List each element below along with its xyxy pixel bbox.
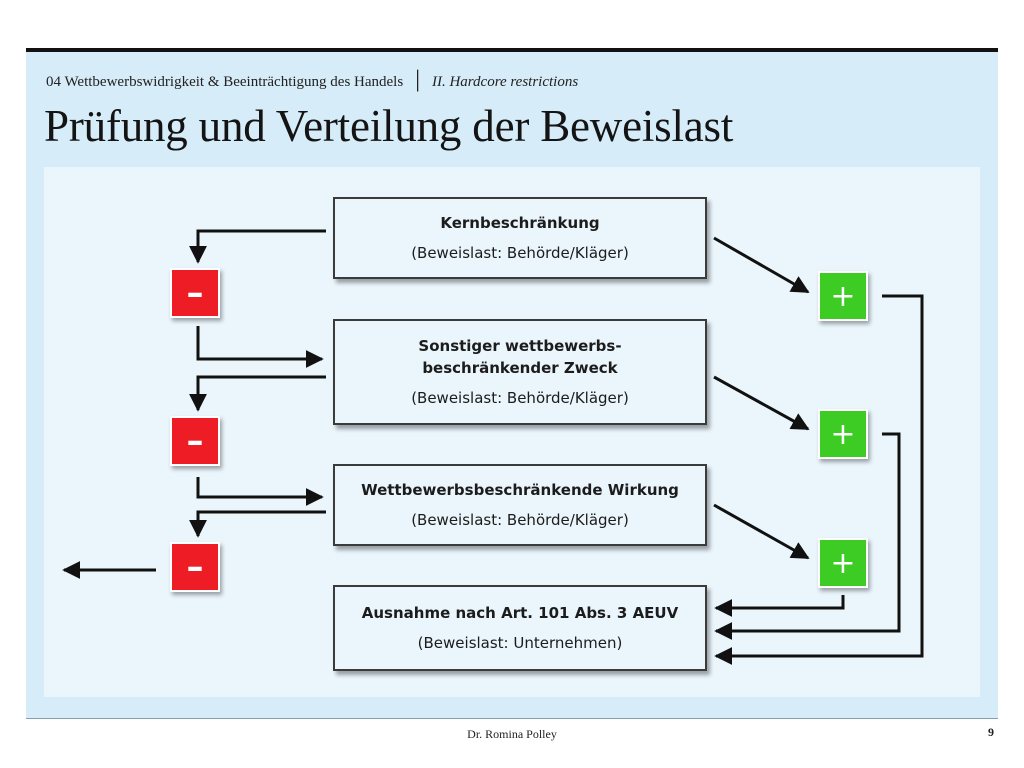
arrow-box1-to-plus1 [713, 236, 810, 294]
arrow-plus3-to-exception [714, 595, 845, 617]
box-note: (Beweislast: Behörde/Kläger) [411, 244, 629, 262]
bottom-rule [26, 718, 998, 719]
plus-sign-2: + [818, 409, 868, 459]
breadcrumb-chapter: 04 Wettbewerbswidrigkeit & Beeinträchtig… [46, 74, 404, 90]
box-heading: Kernbeschränkung [440, 214, 600, 232]
box-heading: Wettbewerbsbeschränkende Wirkung [361, 481, 679, 499]
box-ausnahme: Ausnahme nach Art. 101 Abs. 3 AEUV (Bewe… [333, 585, 707, 671]
box-sonstiger-zweck: Sonstiger wettbewerbs- beschränkender Zw… [333, 319, 707, 425]
arrow-plus2-to-exception [714, 432, 901, 640]
arrow-box1-to-minus1 [189, 229, 326, 264]
box-wirkung: Wettbewerbsbeschränkende Wirkung (Beweis… [333, 464, 707, 546]
minus-sign-1: – [170, 268, 220, 318]
arrow-box3-to-plus3 [713, 503, 810, 560]
arrow-minus1-to-box2 [196, 326, 324, 368]
breadcrumb-separator: │ [411, 70, 424, 90]
page-number: 9 [988, 725, 994, 739]
plus-sign-1: + [818, 271, 868, 321]
arrow-box2-to-minus2 [189, 375, 326, 412]
breadcrumb-section: II. Hardcore restrictions [431, 74, 579, 90]
minus-sign-2: – [170, 416, 220, 466]
top-rule [26, 48, 998, 52]
arrow-box3-to-minus3 [189, 510, 326, 538]
footer-author: Dr. Romina Polley [467, 727, 557, 741]
box-note: (Beweislast: Behörde/Kläger) [411, 511, 629, 529]
box-heading: Ausnahme nach Art. 101 Abs. 3 AEUV [361, 604, 679, 622]
breadcrumb: 04 Wettbewerbswidrigkeit & Beeinträchtig… [46, 70, 578, 91]
arrow-plus1-to-exception [714, 294, 924, 665]
box-note: (Beweislast: Unternehmen) [417, 634, 623, 652]
box-kernbeschraenkung: Kernbeschränkung (Beweislast: Behörde/Kl… [333, 197, 707, 279]
page-title: Prüfung und Verteilung der Beweislast [44, 101, 734, 151]
minus-sign-3: – [170, 542, 220, 592]
box-heading: Sonstiger wettbewerbs- beschränkender Zw… [418, 337, 622, 377]
plus-sign-3: + [818, 538, 868, 588]
arrow-minus2-to-box3 [196, 477, 324, 506]
arrow-box2-to-plus2 [713, 375, 810, 431]
box-note: (Beweislast: Behörde/Kläger) [411, 389, 629, 407]
